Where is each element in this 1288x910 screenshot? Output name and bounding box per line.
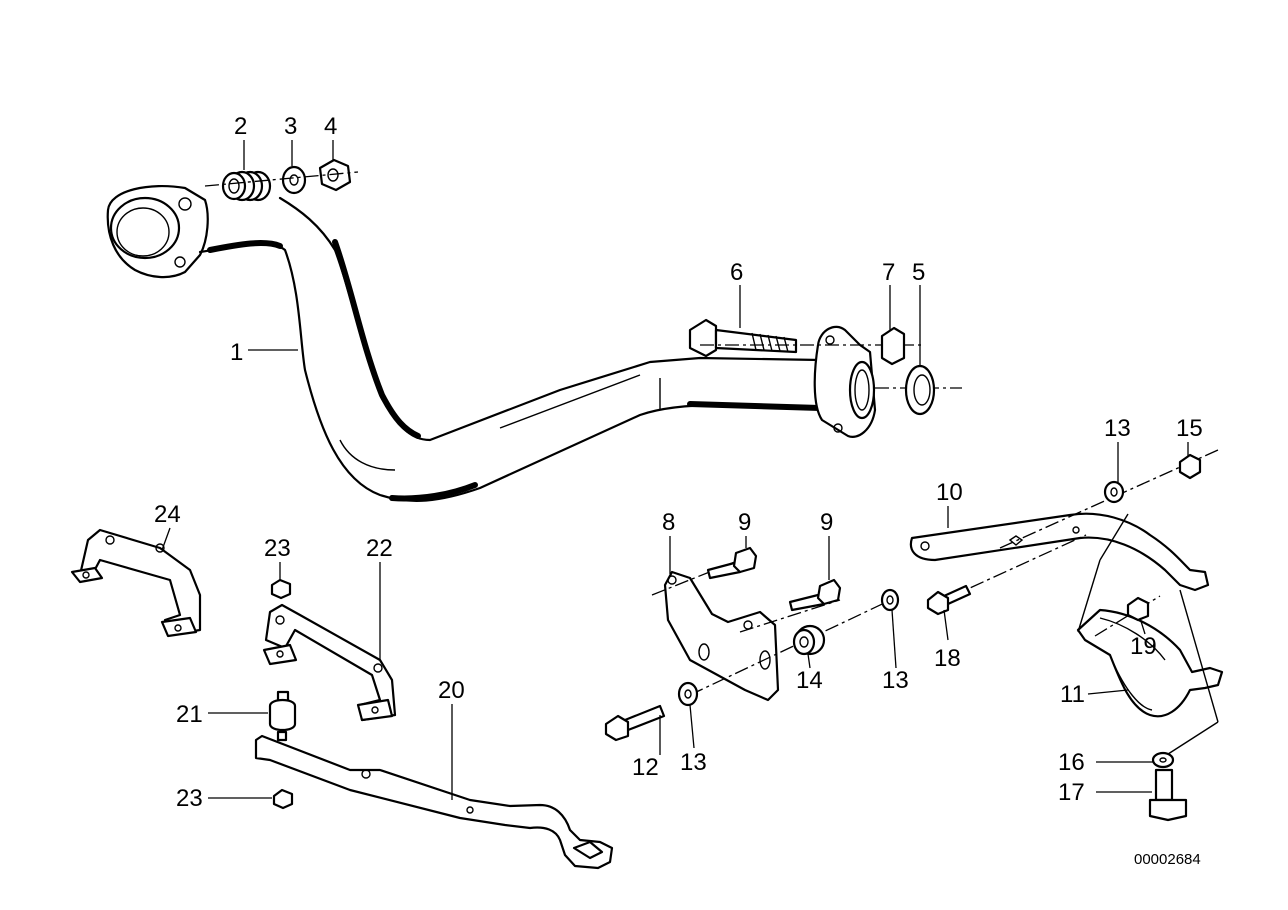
washer-13-lower[interactable] xyxy=(677,681,699,707)
callout-13-mid: 13 xyxy=(882,667,909,694)
bracket-24[interactable] xyxy=(70,528,202,638)
spring[interactable] xyxy=(221,170,272,202)
callout-11: 11 xyxy=(1060,681,1085,708)
callout-17: 17 xyxy=(1058,779,1085,806)
callout-24: 24 xyxy=(154,501,181,528)
callout-12: 12 xyxy=(632,754,659,781)
rubber-mount[interactable] xyxy=(268,690,297,742)
callout-labels: 2 3 4 1 6 7 5 13 15 10 24 8 9 9 23 22 19… xyxy=(154,113,1203,868)
gasket-ring[interactable] xyxy=(904,364,936,416)
callout-5: 5 xyxy=(912,259,925,286)
bolt-9-upper[interactable] xyxy=(706,546,758,580)
hex-nut[interactable] xyxy=(318,158,352,192)
bolt-17[interactable] xyxy=(1148,768,1188,822)
callout-18: 18 xyxy=(934,645,961,672)
long-bracket[interactable] xyxy=(254,734,614,870)
clamp-11[interactable] xyxy=(1076,608,1224,718)
bushing-14[interactable] xyxy=(792,624,826,656)
callout-14: 14 xyxy=(796,667,823,694)
callout-4: 4 xyxy=(324,113,337,140)
callout-13-lower: 13 xyxy=(680,749,707,776)
callout-13-upper: 13 xyxy=(1104,415,1131,442)
washer-16[interactable] xyxy=(1151,751,1175,769)
bracket-22[interactable] xyxy=(262,603,397,722)
callout-16: 16 xyxy=(1058,749,1085,776)
washer-13-upper[interactable] xyxy=(1103,480,1125,504)
strap-10[interactable] xyxy=(909,512,1210,592)
callout-23-upper: 23 xyxy=(264,535,291,562)
callout-20: 20 xyxy=(438,677,465,704)
callout-6: 6 xyxy=(730,259,743,286)
callout-3: 3 xyxy=(284,113,297,140)
callout-19: 19 xyxy=(1130,633,1157,660)
callout-9-left: 9 xyxy=(738,509,751,536)
bolt-9-lower[interactable] xyxy=(788,578,842,612)
bolt-18[interactable] xyxy=(926,584,972,616)
nut-23-lower[interactable] xyxy=(272,788,294,810)
nut[interactable] xyxy=(880,326,906,366)
callout-15: 15 xyxy=(1176,415,1203,442)
leader-lines xyxy=(161,140,1189,800)
callout-8: 8 xyxy=(662,509,675,536)
reference-number: 00002684 xyxy=(1134,851,1201,868)
callout-23-lower: 23 xyxy=(176,785,203,812)
callout-9-right: 9 xyxy=(820,509,833,536)
nut-23-upper[interactable] xyxy=(270,578,292,600)
callout-10: 10 xyxy=(936,479,963,506)
bolt-12[interactable] xyxy=(604,704,666,742)
callout-1: 1 xyxy=(230,339,243,366)
front-pipe[interactable] xyxy=(106,184,962,502)
hex-bolt[interactable] xyxy=(688,318,798,358)
callout-22: 22 xyxy=(366,535,393,562)
nut-19[interactable] xyxy=(1126,596,1150,622)
nut-15[interactable] xyxy=(1178,453,1202,480)
washer[interactable] xyxy=(281,165,307,195)
callout-21: 21 xyxy=(176,701,203,728)
callout-7: 7 xyxy=(882,259,895,286)
washer-13-mid[interactable] xyxy=(880,588,900,612)
callout-2: 2 xyxy=(234,113,247,140)
bracket-8[interactable] xyxy=(663,570,780,702)
